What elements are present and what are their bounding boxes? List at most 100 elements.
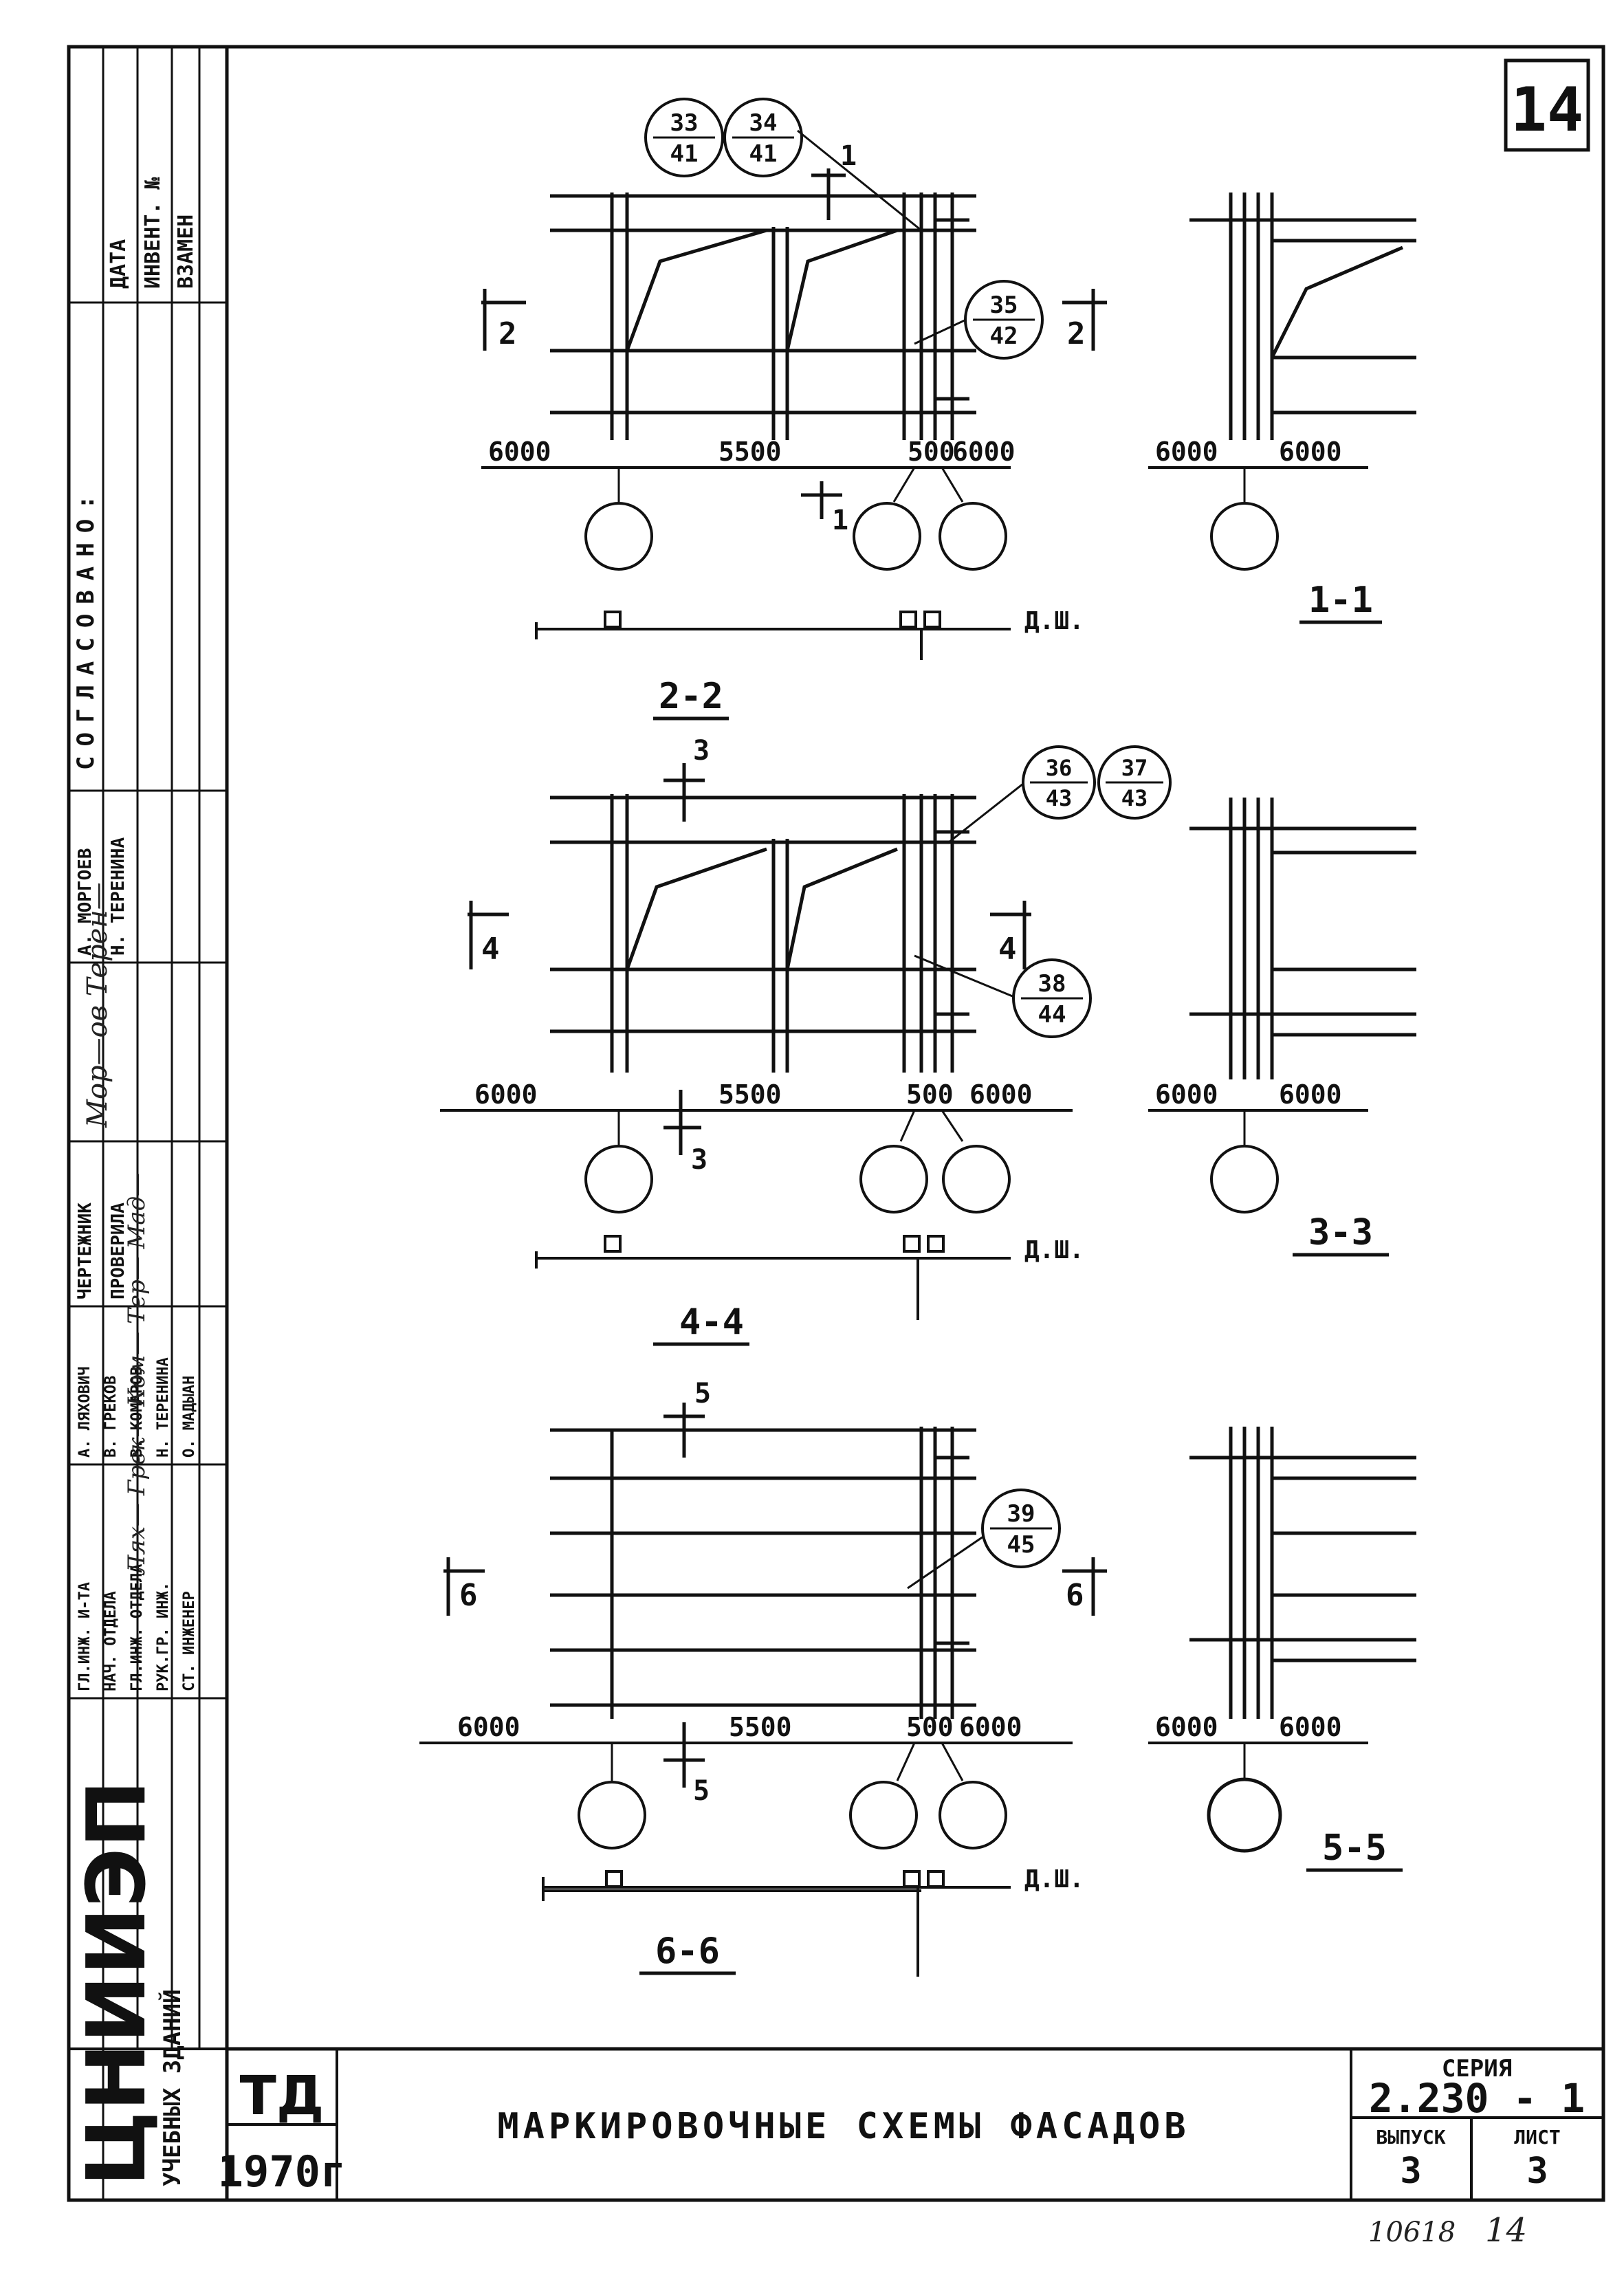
section-label-5-5: 5-5	[1322, 1827, 1387, 1869]
title-td: ТД	[240, 2065, 325, 2127]
cut-label: 1	[832, 505, 848, 536]
side-dim: 6000	[1155, 437, 1218, 467]
plan-6-6	[542, 1870, 1011, 1977]
stamp-name-4: О. МАДЫАН	[181, 1376, 198, 1458]
elevation-group-1: 6000 5500 500 6000 33 41 34 41 35 42	[481, 98, 1416, 721]
dim-g1-1: 5500	[718, 437, 782, 467]
dim-g2-1: 5500	[718, 1079, 782, 1110]
callout-37-43: 37 43	[1097, 745, 1172, 820]
dim-g1-0: 6000	[488, 437, 551, 467]
svg-text:36: 36	[1046, 755, 1073, 781]
stamp-inv-label: ИНВЕНТ. №	[141, 177, 165, 289]
elevation-group-3: 6000 5500 500 6000 39 45 5 6 6 5	[419, 1378, 1416, 1977]
level-label: Д.Ш.	[1024, 607, 1084, 635]
section-label-4-4: 4-4	[679, 1302, 744, 1343]
stamp-name-0: А. ЛЯХОВИЧ	[76, 1367, 94, 1458]
cut-label: 6	[459, 1578, 478, 1613]
axis-circle	[853, 502, 921, 571]
section-3-3	[1189, 798, 1416, 1079]
title-year: 1970г	[218, 2146, 347, 2197]
sheet-number-box	[1504, 58, 1590, 152]
svg-text:39: 39	[1007, 1500, 1035, 1528]
org-logo: ЦНИИЭП	[69, 1780, 164, 2186]
svg-text:38: 38	[1038, 970, 1066, 998]
svg-text:37: 37	[1121, 755, 1148, 781]
dim-g1-2: 500	[908, 437, 955, 467]
callout-36-43: 36 43	[948, 745, 1096, 844]
stamp-soglasovano: СОГЛАСОВАНО:	[72, 485, 100, 770]
level-label: Д.Ш.	[1024, 1236, 1084, 1264]
cut-label: 4	[481, 932, 500, 967]
dim-g2-2: 500	[906, 1079, 954, 1110]
elevation-group-2: 6000 5500 500 6000 36 43 37 43 38 44	[440, 735, 1416, 1346]
svg-text:41: 41	[670, 140, 699, 168]
side-dim: 6000	[1155, 1712, 1218, 1742]
dim-g2-3: 6000	[969, 1079, 1033, 1110]
axis-circle	[939, 502, 1007, 571]
callout-39-45: 39 45	[907, 1489, 1061, 1590]
stamp-signatures-1: Мор—ов Терен—	[82, 882, 113, 1128]
axis-circle	[942, 1145, 1011, 1214]
stamp-role-2: ГЛ.ИНЖ. ОТДЕЛА	[129, 1564, 146, 1691]
facade-1	[550, 193, 976, 440]
section-label-6-6: 6-6	[655, 1931, 720, 1972]
svg-text:43: 43	[1121, 785, 1148, 811]
list-label: ЛИСТ	[1514, 2126, 1560, 2149]
callout-33-41: 33 41	[644, 98, 724, 177]
facade-2	[550, 794, 976, 1073]
sheet-number: 14	[1511, 74, 1583, 145]
vypusk-label: ВЫПУСК	[1376, 2126, 1445, 2149]
title-block: ТД 1970г МАРКИРОВОЧНЫЕ СХЕМЫ ФАСАДОВ СЕР…	[218, 2047, 1603, 2200]
axis-circle	[1207, 1777, 1282, 1853]
svg-text:33: 33	[670, 109, 699, 137]
axis-circle	[1210, 502, 1279, 571]
svg-text:44: 44	[1038, 1001, 1066, 1029]
cut-label: 3	[691, 1144, 707, 1176]
stamp-name-3: Н. ТЕРЕНИНА	[155, 1357, 172, 1458]
side-dim: 6000	[1279, 1079, 1342, 1110]
seria-value: 2.230 - 1	[1369, 2075, 1585, 2122]
svg-text:43: 43	[1046, 785, 1073, 811]
svg-text:34: 34	[749, 109, 778, 137]
facade-3	[550, 1427, 976, 1719]
stamp-role-3: РУК.ГР. ИНЖ.	[155, 1582, 172, 1691]
side-dim: 6000	[1155, 1079, 1218, 1110]
cut-label: 2	[498, 316, 517, 351]
cut-label: 5	[694, 1378, 711, 1409]
stamp-role-0: ГЛ.ИНЖ. И-ТА	[76, 1582, 94, 1691]
svg-text:35: 35	[990, 292, 1018, 319]
stamp-role-4: СТ. ИНЖЕНЕР	[181, 1591, 198, 1691]
side-dim: 6000	[1279, 1712, 1342, 1742]
stamp-vzamen-label: ВЗАМЕН	[174, 215, 198, 289]
cut-label: 1	[840, 140, 857, 172]
svg-text:41: 41	[749, 140, 778, 168]
stamp-role-1: НАЧ. ОТДЕЛА	[102, 1591, 120, 1691]
axis-circle	[1210, 1145, 1279, 1214]
cut-label: 3	[693, 735, 710, 767]
axis-circle	[859, 1145, 928, 1214]
sheet-frame	[67, 45, 1605, 2202]
stamp-name-2: В. КОМАРОВ	[129, 1367, 146, 1458]
dim-g3-3: 6000	[959, 1712, 1022, 1742]
axis-circle	[849, 1781, 918, 1849]
svg-text:45: 45	[1007, 1531, 1035, 1559]
callout-35-42: 35 42	[914, 280, 1044, 360]
dim-g3-1: 5500	[729, 1712, 792, 1742]
footer-sheet-number: 14	[1485, 2211, 1527, 2250]
axis-circle	[939, 1781, 1007, 1849]
stamp-role-drafter: ЧЕРТЕЖНИК	[75, 1203, 96, 1299]
level-label: Д.Ш.	[1024, 1865, 1084, 1893]
axis-circle	[584, 502, 653, 571]
cut-marks-3	[443, 1403, 1107, 1788]
plan-4-4	[535, 1235, 1011, 1320]
cut-label: 2	[1067, 316, 1086, 351]
stamp-name-checked: Н. ТЕРЕНИНА	[108, 837, 129, 956]
cut-marks-1	[481, 168, 1107, 519]
stamp-signatures-2: Лях— Грек— Ком— Тер— Мад—	[123, 1173, 151, 1576]
cut-label: 4	[998, 932, 1017, 967]
plan-2-2	[535, 611, 1011, 660]
cut-label: 6	[1066, 1578, 1084, 1613]
dim-g1-3: 6000	[952, 437, 1016, 467]
footer-inventory-number: 10618	[1368, 2217, 1456, 2248]
